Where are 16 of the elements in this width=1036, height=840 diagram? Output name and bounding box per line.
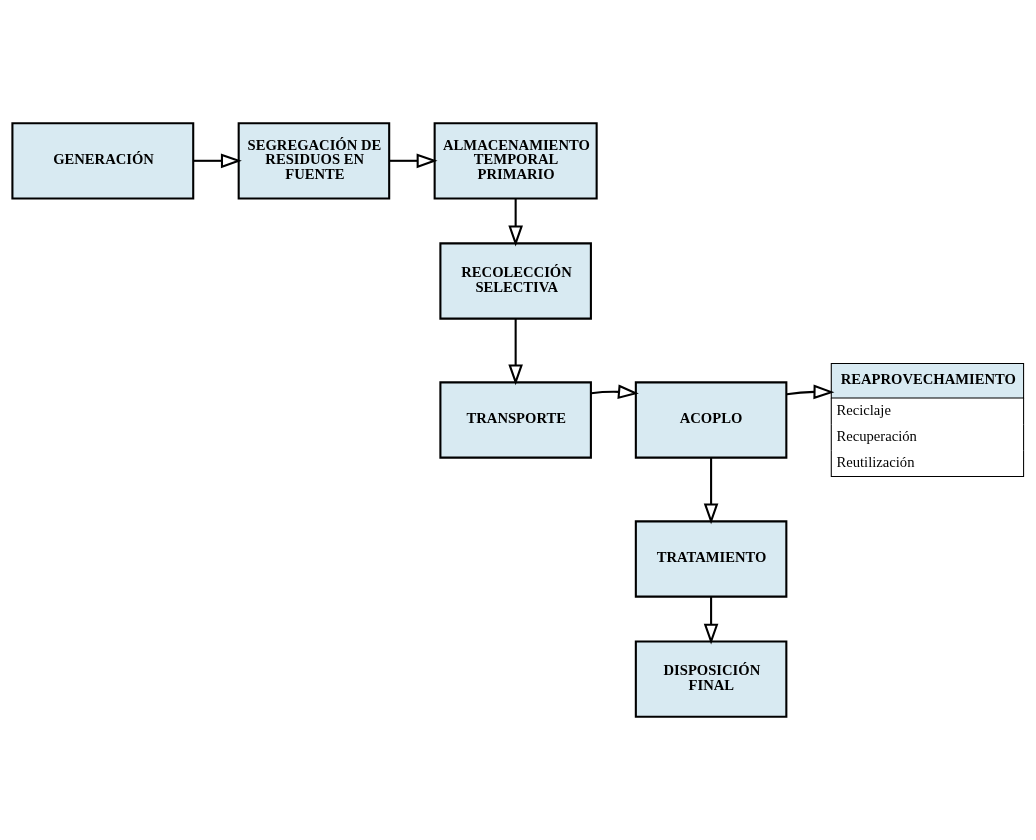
node-box: TRATAMIENTO (634, 520, 788, 598)
arrow (703, 596, 719, 645)
arrow (591, 384, 639, 400)
node-box: ACOPLO (634, 381, 788, 459)
node-box: TRANSPORTE (439, 381, 592, 459)
node-box: GENERACIÓN (11, 122, 195, 200)
node-box: DISPOSICIÓN FINAL (634, 640, 788, 718)
arrow (193, 153, 242, 169)
arrow (508, 318, 523, 386)
node-box: ALMACENAMIENTO TEMPORAL PRIMARIO (433, 122, 598, 200)
arrow (703, 457, 719, 525)
node-box: SEGREGACIÓN DE RESIDUOS EN FUENTE (237, 122, 391, 200)
arrow (786, 384, 835, 400)
arrow (508, 198, 523, 247)
node-box: RECOLECCIÓN SELECTIVA (439, 242, 592, 320)
arrow (389, 153, 438, 169)
